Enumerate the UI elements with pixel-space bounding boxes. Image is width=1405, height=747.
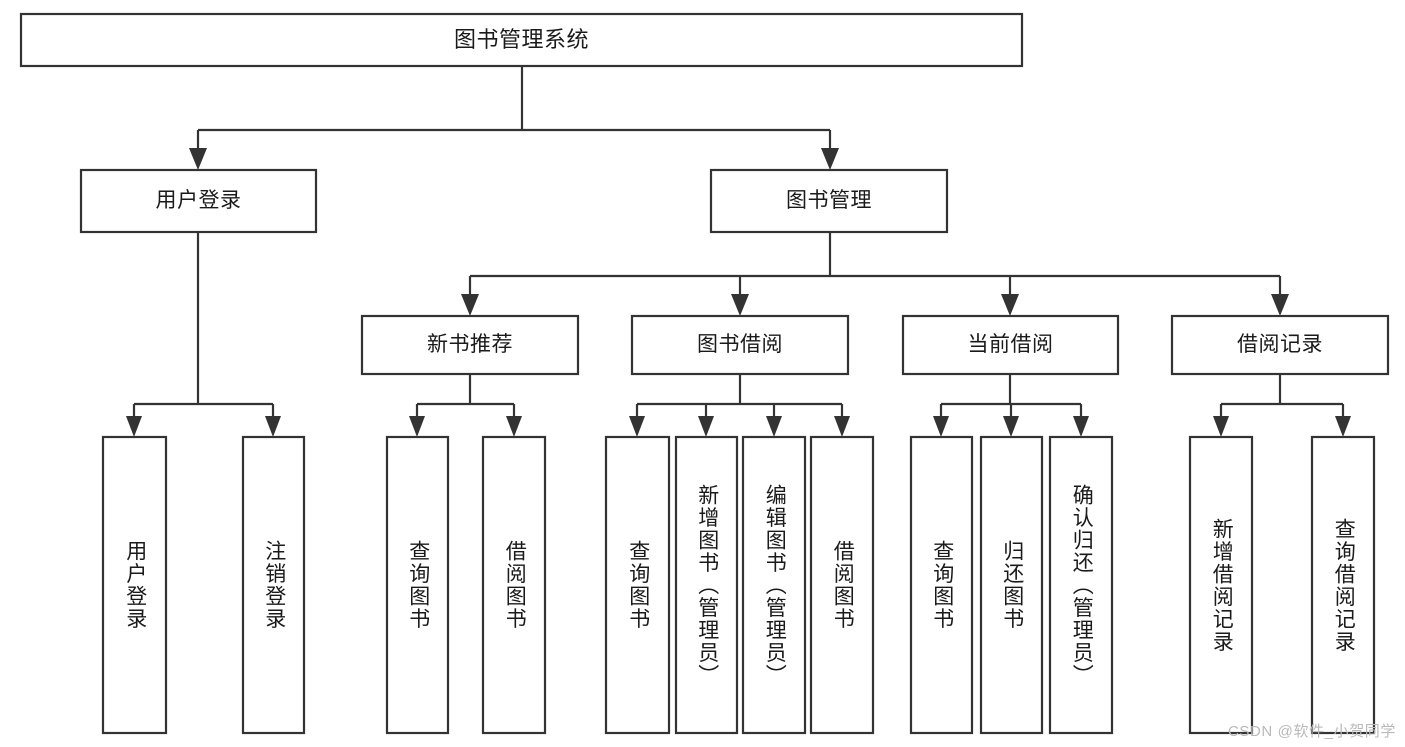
arrow-userlogin-leaf2	[265, 416, 281, 437]
leaf-box-6[interactable]	[741, 435, 807, 735]
leaf-box-7[interactable]	[809, 435, 875, 735]
node-box-borrow-records[interactable]	[1170, 314, 1390, 376]
connector-layer	[126, 66, 1351, 437]
leaf-box-2[interactable]	[385, 435, 450, 735]
node-box-user-login[interactable]	[79, 168, 318, 234]
arrow-current-leaf3	[1073, 416, 1089, 437]
arrow-borrow-leaf4	[834, 416, 850, 437]
arrow-borrow-leaf1	[629, 416, 645, 437]
node-box-new-book-recommend[interactable]	[360, 314, 580, 376]
arrow-records-leaf2	[1335, 416, 1351, 437]
leaf-box-4[interactable]	[604, 435, 671, 735]
arrow-borrow-leaf3	[766, 416, 782, 437]
node-box-current-borrow[interactable]	[901, 314, 1120, 376]
arrow-to-borrow	[731, 294, 749, 316]
arrow-newbook-leaf2	[506, 416, 522, 437]
node-box-layer	[19, 12, 1390, 735]
leaf-box-5[interactable]	[674, 435, 739, 735]
leaf-box-11[interactable]	[1188, 435, 1254, 735]
leaf-box-8[interactable]	[909, 435, 974, 735]
node-box-root[interactable]	[19, 12, 1024, 68]
leaf-box-0[interactable]	[101, 435, 168, 735]
arrow-userlogin-leaf1	[126, 416, 142, 437]
arrow-to-current	[1001, 294, 1019, 316]
arrow-borrow-leaf2	[698, 416, 714, 437]
node-box-book-management[interactable]	[709, 168, 949, 234]
arrow-newbook-leaf1	[409, 416, 425, 437]
arrow-root-to-book-mgmt	[821, 148, 839, 170]
arrow-current-leaf2	[1003, 416, 1019, 437]
arrow-current-leaf1	[933, 416, 949, 437]
leaf-box-9[interactable]	[979, 435, 1044, 735]
leaf-box-12[interactable]	[1310, 435, 1376, 735]
arrow-records-leaf1	[1213, 416, 1229, 437]
arrow-root-to-user-login	[189, 148, 207, 170]
leaf-box-10[interactable]	[1048, 435, 1114, 735]
leaf-box-1[interactable]	[241, 435, 306, 735]
leaf-box-3[interactable]	[481, 435, 547, 735]
arrow-to-new-book	[461, 294, 479, 316]
arrow-to-records	[1271, 294, 1289, 316]
node-box-book-borrow[interactable]	[630, 314, 850, 376]
